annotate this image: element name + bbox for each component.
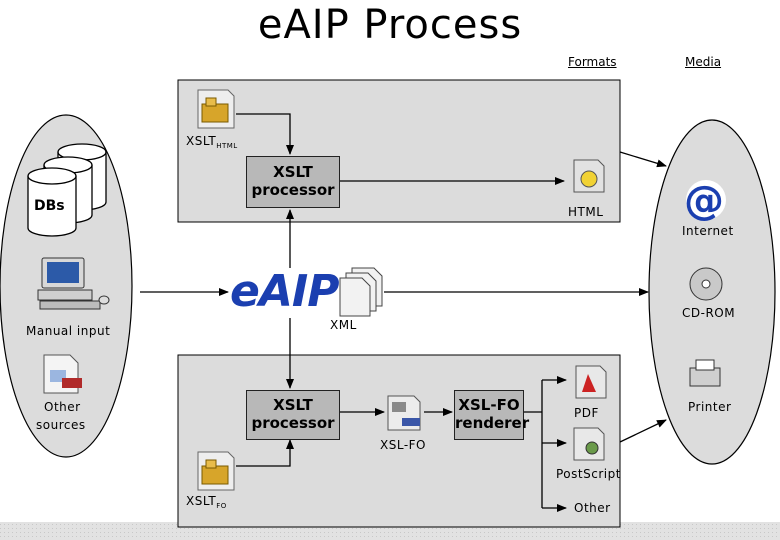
renderer-line1: XSL-FO [458,396,520,414]
other-sources-label-2: sources [36,418,86,432]
fo-panel [177,354,621,528]
xslt-fo-icon [197,451,235,491]
eaip-logo: eAIP [230,266,340,317]
arrow-html-to-internet [619,151,667,168]
at-sign-icon: @ [684,178,724,224]
processor-fo-line1: XSLT [273,396,313,414]
page-title: eAIP Process [257,2,523,48]
xsl-fo-file-icon [387,395,421,431]
pdf-file-icon [575,365,607,399]
postscript-file-icon [573,427,605,461]
arrow-xslt-html [236,113,294,155]
computer-icon [37,257,110,310]
printer-icon [689,359,721,387]
xslt-fo-label: XSLTFO [186,494,227,510]
xslt-processor-fo-box: XSLT processor [246,390,340,440]
database-icon [27,143,107,237]
cd-rom-label: CD-ROM [682,306,736,320]
document-icon [43,354,82,394]
arrow-fo-to-printer [619,419,667,443]
xslt-fo-sub: FO [216,502,227,510]
xsl-fo-renderer-box: XSL-FO renderer [454,390,530,440]
printer-label: Printer [688,400,732,414]
processor-html-line1: XSLT [273,163,313,181]
xslt-html-icon [197,89,235,129]
formats-header: Formats [568,55,617,69]
xml-file-icon [339,267,383,317]
html-panel [177,79,621,223]
arrow-xslt-fo [236,439,294,467]
xslt-html-sub: HTML [216,142,238,150]
pdf-label: PDF [574,406,599,420]
html-output-label: HTML [568,205,604,219]
media-header: Media [685,55,722,69]
xslt-html-label: XSLTHTML [186,134,238,150]
dbs-label: DBs [34,198,65,214]
xslt-html-main: XSLT [186,134,217,148]
processor-html-line2: processor [251,181,335,199]
internet-icon [686,180,726,220]
renderer-line2: renderer [455,414,530,432]
processor-fo-line2: processor [251,414,335,432]
other-sources-label-1: Other [44,400,81,414]
internet-label: Internet [682,224,734,238]
xslt-fo-main: XSLT [186,494,217,508]
xsl-fo-label: XSL-FO [380,438,426,452]
postscript-label: PostScript [556,467,621,481]
xslt-processor-html-box: XSLT processor [246,156,340,208]
other-output-label: Other [574,501,611,515]
cd-rom-icon [689,267,723,301]
html-file-icon [573,159,605,193]
manual-input-label: Manual input [26,324,111,338]
connectors [140,113,667,512]
xml-label: XML [330,318,357,332]
